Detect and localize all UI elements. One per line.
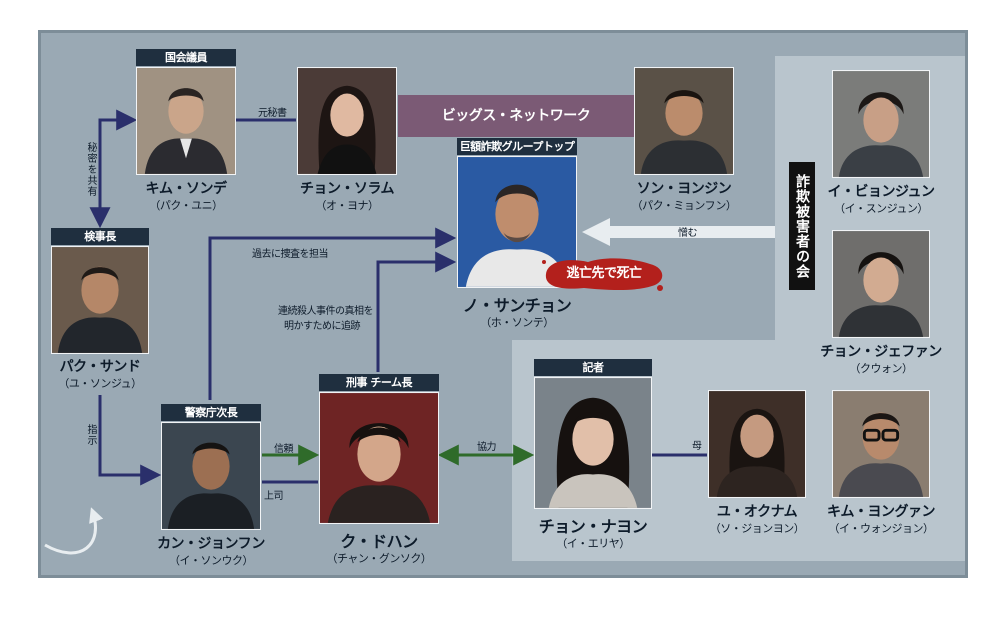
- name-ku-dohan: ク・ドハン: [340, 532, 418, 551]
- portrait-ku-dohan: [319, 392, 439, 524]
- actor-chon-soram: （オ・ヨナ）: [315, 199, 380, 212]
- person-silhouette-icon: [320, 393, 438, 523]
- portrait-no-sanchon: [457, 156, 577, 288]
- name-kan-jonfun: カン・ジョンフン: [157, 536, 265, 552]
- actor-kim-sonde: （パク・ユニ）: [149, 199, 223, 212]
- portrait-kan-jonfun: [161, 422, 261, 530]
- name-chon-jefan: チョン・ジェファン: [820, 344, 942, 360]
- person-silhouette-icon: [709, 391, 805, 497]
- role-tag-no-sanchon: 巨額詐欺グループトップ: [457, 138, 577, 155]
- person-silhouette-icon: [833, 231, 929, 337]
- portrait-kim-sonde: [136, 67, 236, 175]
- label-chase-truth-2: 明かすために追跡: [284, 321, 361, 332]
- person-silhouette-icon: [298, 68, 396, 174]
- role-tag-chon-nayon: 記者: [534, 359, 652, 376]
- person-silhouette-icon: [635, 68, 733, 174]
- link-investigated-past: [208, 227, 457, 400]
- portrait-chon-nayon: [534, 377, 652, 509]
- person-silhouette-icon: [535, 378, 651, 508]
- name-chon-nayon: チョン・ナヨン: [538, 517, 648, 536]
- name-kim-sonde: キム・ソンデ: [145, 181, 228, 197]
- label-investigated-past: 過去に捜査を担当: [252, 249, 329, 260]
- hate-arrow: [582, 218, 775, 246]
- name-son-yonjin: ソン・ヨンジン: [636, 181, 732, 197]
- label-former-secretary: 元秘書: [258, 108, 287, 119]
- person-silhouette-icon: [458, 157, 576, 287]
- actor-yu-okunam: （ソ・ジョンヨン）: [709, 522, 805, 535]
- link-share-secret: [89, 109, 138, 229]
- label-share-secret: 秘密を共有: [85, 142, 96, 197]
- label-cooperate: 協力: [477, 442, 497, 453]
- portrait-chon-jefan: [832, 230, 930, 338]
- label-trust: 信頼: [274, 444, 294, 455]
- label-hate: 憎む: [678, 228, 698, 239]
- person-silhouette-icon: [52, 247, 148, 353]
- role-tag-ku-dohan: 刑事 チーム長: [319, 374, 439, 391]
- label-chase-truth-1: 連続殺人事件の真相を: [278, 306, 374, 317]
- portrait-son-yonjin: [634, 67, 734, 175]
- actor-chon-nayon: （イ・エリヤ）: [556, 537, 630, 550]
- network-band: ビッグス・ネットワーク: [398, 95, 634, 137]
- label-mother: 母: [692, 441, 702, 452]
- portrait-kim-yongwan: [832, 390, 930, 498]
- swirl-decoration: [44, 507, 104, 555]
- blood-splatter-icon: [542, 258, 663, 291]
- actor-park-sando: （ユ・ソンジュ）: [58, 377, 142, 390]
- actor-no-sanchon: （ホ・ソンテ）: [480, 316, 554, 329]
- death-label: 逃亡先で死亡: [566, 266, 642, 281]
- role-tag-kan-jonfun: 警察庁次長: [161, 404, 261, 421]
- label-boss: 上司: [264, 491, 284, 502]
- name-no-sanchon: ノ・サンチョン: [462, 296, 572, 315]
- portrait-yu-okunam: [708, 390, 806, 498]
- name-kim-yongwan: キム・ヨングァン: [827, 504, 936, 520]
- actor-son-yonjin: （パク・ミョンフン）: [631, 199, 737, 212]
- name-chon-soram: チョン・ソラム: [299, 181, 395, 197]
- portrait-park-sando: [51, 246, 149, 354]
- portrait-chon-soram: [297, 67, 397, 175]
- actor-ku-dohan: （チャン・グンソク）: [326, 552, 432, 565]
- person-silhouette-icon: [833, 71, 929, 177]
- actor-kim-yongwan: （イ・ウォンジョン）: [828, 522, 935, 535]
- portrait-i-byonjun: [832, 70, 930, 178]
- link-instruction: [98, 395, 162, 486]
- victims-society-label: 詐欺被害者の会: [789, 162, 815, 290]
- name-i-byonjun: イ・ビョンジュン: [827, 184, 935, 200]
- person-silhouette-icon: [833, 391, 929, 497]
- actor-i-byonjun: （イ・スンジュン）: [834, 202, 928, 215]
- name-park-sando: パク・サンド: [59, 359, 141, 375]
- person-silhouette-icon: [162, 423, 260, 529]
- person-silhouette-icon: [137, 68, 235, 174]
- name-yu-okunam: ユ・オクナム: [716, 504, 798, 520]
- role-tag-park-sando: 検事長: [51, 228, 149, 245]
- label-instruction: 指示: [85, 424, 96, 446]
- link-chase-truth: [376, 251, 457, 372]
- actor-kan-jonfun: （イ・ソンウク）: [169, 554, 254, 567]
- role-tag-kim-sonde: 国会議員: [136, 49, 236, 66]
- actor-chon-jefan: （クウォン）: [849, 362, 914, 375]
